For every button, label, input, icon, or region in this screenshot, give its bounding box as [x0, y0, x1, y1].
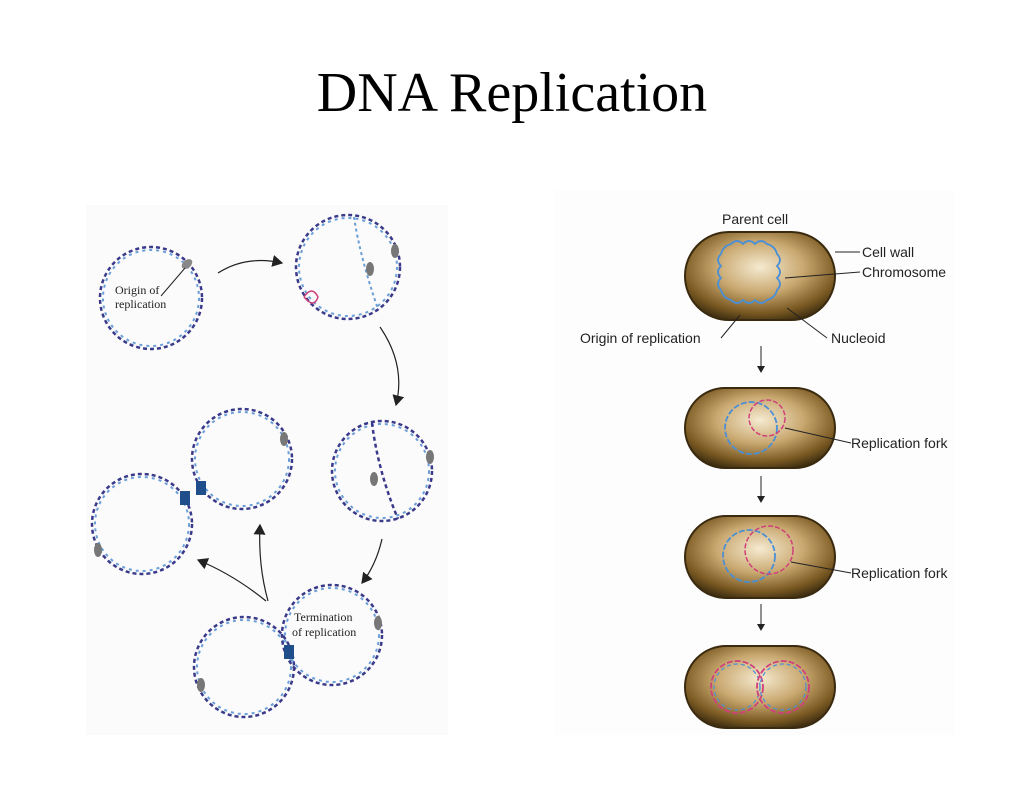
- stage-3-chromosome: [330, 419, 434, 523]
- replication-fork-label-2: Replication fork: [851, 565, 948, 581]
- stage-2-chromosome: [294, 213, 402, 321]
- stage-1-chromosome: Origin of replication: [98, 245, 204, 351]
- termination-label-line1: Termination: [294, 610, 352, 624]
- arrow-5: [253, 523, 269, 602]
- bacterial-cell-diagram: Parent cell Cell wall Chromosome Origin …: [555, 190, 955, 735]
- origin-label-line2: replication: [115, 297, 166, 311]
- stage-5-daughter-chromosomes: [90, 407, 294, 576]
- nucleoid-label: Nucleoid: [831, 330, 885, 346]
- bacterial-cell-svg: Parent cell Cell wall Chromosome Origin …: [580, 211, 948, 729]
- stage-4-chromosomes: Termination of replication: [192, 583, 384, 719]
- origin-label-line1: Origin of: [115, 283, 159, 297]
- parent-cell: [684, 231, 836, 321]
- two-chromosome-cell: [684, 645, 836, 729]
- circular-replication-diagram: Origin of replication: [86, 205, 448, 735]
- termination-label-line2: of replication: [292, 625, 356, 639]
- origin-of-replication-label: Origin of replication: [580, 330, 701, 346]
- chromosome-loop: [717, 240, 781, 304]
- circular-replication-svg: Origin of replication: [90, 213, 434, 719]
- arrow-3: [361, 538, 383, 584]
- cell-wall-label: Cell wall: [862, 244, 914, 260]
- arrow-2: [379, 326, 405, 407]
- chromosome-label: Chromosome: [862, 264, 946, 280]
- replication-fork-label-1: Replication fork: [851, 435, 948, 451]
- replicating-cell-2: [684, 515, 836, 599]
- replicating-cell-1: [684, 387, 836, 469]
- parent-cell-label: Parent cell: [722, 211, 788, 227]
- origin-marker: [181, 259, 193, 269]
- slide-title: DNA Replication: [316, 62, 708, 124]
- arrow-1: [217, 255, 284, 274]
- termination-marker: [284, 645, 294, 659]
- arrow-4: [196, 558, 267, 602]
